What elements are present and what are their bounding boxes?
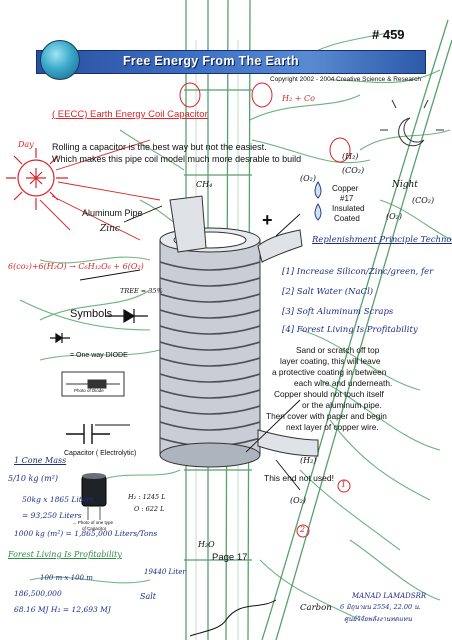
cone-mass-label: 1 Cone Mass [14,456,67,465]
o2-right-label: (O₂) [386,212,403,221]
annotation-arrows [79,205,301,491]
copper-label-3: Insulated [332,204,365,213]
instruction-line: Sand or scratch off top [296,345,380,355]
title-banner: Free Energy From The Earth [36,50,426,74]
circle-marker-2: 2 [300,525,306,534]
capacitor-photo-label-1: → Photo of one type [72,520,114,525]
liters-label: 19440 Liter [144,568,186,576]
instruction-line: Then cover with paper and begin [266,411,387,421]
signature-name: MANAD LAMADSRR [352,592,427,600]
capacitor-label: Capacitor ( Electrolytic) [64,450,137,457]
h2-small: H₂ : 1245 L [128,493,166,501]
calc-line: 68.16 MJ H₂ = 12,693 MJ [14,605,111,614]
banner-title: Free Energy From The Earth [123,54,299,68]
carbon-roots [189,599,277,637]
mass-label: 5/10 kg (m²) [8,474,59,483]
instruction-line: layer coating, this will leave [280,356,381,366]
water-droplet-icon [314,181,322,221]
replenishment-item: [4] Forest Living Is Profitability [282,325,418,335]
instruction-line: Copper should not touch itself [274,389,384,399]
sun-icon [6,148,68,210]
copper-label-4: Coated [334,214,360,223]
plus-terminal: + [262,210,273,230]
tree-percent: TREE ≈ 35% [120,287,163,295]
calc-line: 186,500,000 [14,589,62,598]
co2-night-label: (CO₂) [412,196,435,205]
instruction-line: a protective coating in between [272,367,387,377]
instruction-line: next layer of copper wire. [286,422,379,432]
symbols-heading: Symbols [70,308,113,320]
circle-marker-1: 1 [341,480,347,489]
capacitor-symbol [66,424,110,444]
night-label: Night [392,180,418,190]
instruction-line: each wire and underneath. [294,378,393,388]
salt-label: Salt [140,592,157,601]
earth-globe-icon [40,40,80,80]
o2-small: O : 622 L [134,505,165,513]
end-not-used-label: This end not used! [264,473,334,483]
replenishment-item: [3] Soft Aluminum Scraps [282,307,394,317]
photosynthesis-equation: 6(co₂)+6(H₂O) → C₆H₁₂O₆ + 6(O₂) [8,262,144,271]
h2-right-label: (H₂) [342,152,359,161]
h2o-pipe-label: H₂O [198,540,215,549]
intro-line-2: Which makes this pipe coil model much mo… [52,154,302,164]
page-title: ( EECC) Earth Energy Coil Capacitor [52,109,208,120]
capacitor-photo-label-2: of Capacitor [82,526,107,531]
hydrogen-bubble [179,82,351,163]
forest-label: Forest Living Is Profitability [8,550,122,559]
day-label: Day [18,140,34,149]
replenishment-item: [1] Increase Silicon/Zinc/green, fer [282,267,434,277]
h2-label: (H₂) [300,456,317,465]
moon-icon [380,99,444,147]
sun-rays [39,139,161,241]
replenishment-heading: Replenishment Principle Technology [312,235,452,245]
carbon-label: Carbon [300,603,332,613]
calc-line: 50kg x 1865 Liters [22,495,94,504]
capacitor-photo [81,473,107,520]
page-number: # 459 [372,27,405,42]
zinc-label: Zinc [100,224,120,234]
copyright: Copyright 2002 - 2004 Creative Science &… [270,76,422,83]
calc-line: 1000 kg (m²) = 1,865,000 Liters/Tons [14,529,158,538]
replenishment-item: [2] Salt Water (NaCl) [282,287,374,297]
o2-left-label: (O₂) [300,174,317,183]
aluminum-pipe-label: Aluminum Pipe [82,208,143,218]
ch4-label: CH₄ [196,180,213,189]
page-footer: Page 17 [212,552,248,563]
calc-line: = 93,250 Liters [22,511,82,520]
diode-photo [61,371,125,397]
h2-co-label: H₂ + Co [282,94,315,103]
copper-label-1: Copper [332,184,359,193]
diode-label: = One way DIODE [70,352,128,359]
circle-markers [296,479,351,538]
coil-capacitor [159,195,319,468]
copper-label-2: #17 [340,194,354,203]
signature-date: 6 มิถุนายน 2554, 22.00 น. [340,603,421,611]
intro-line-1: Rolling a capacitor is the best way but … [52,142,267,152]
instruction-line: or the aluminum pipe. [302,400,382,410]
bamboo-leaves [19,29,452,621]
diode-symbol [50,308,148,344]
forest-calc: 100 m x 100 m [40,574,93,582]
diode-photo-label: Photo of Diode [74,388,104,393]
o2-label: (O₂) [290,496,307,505]
co2-right-label: (CO₂) [342,166,365,175]
signature-org: ศูนย์วิจัยพลังงานทดแทน [344,615,412,623]
